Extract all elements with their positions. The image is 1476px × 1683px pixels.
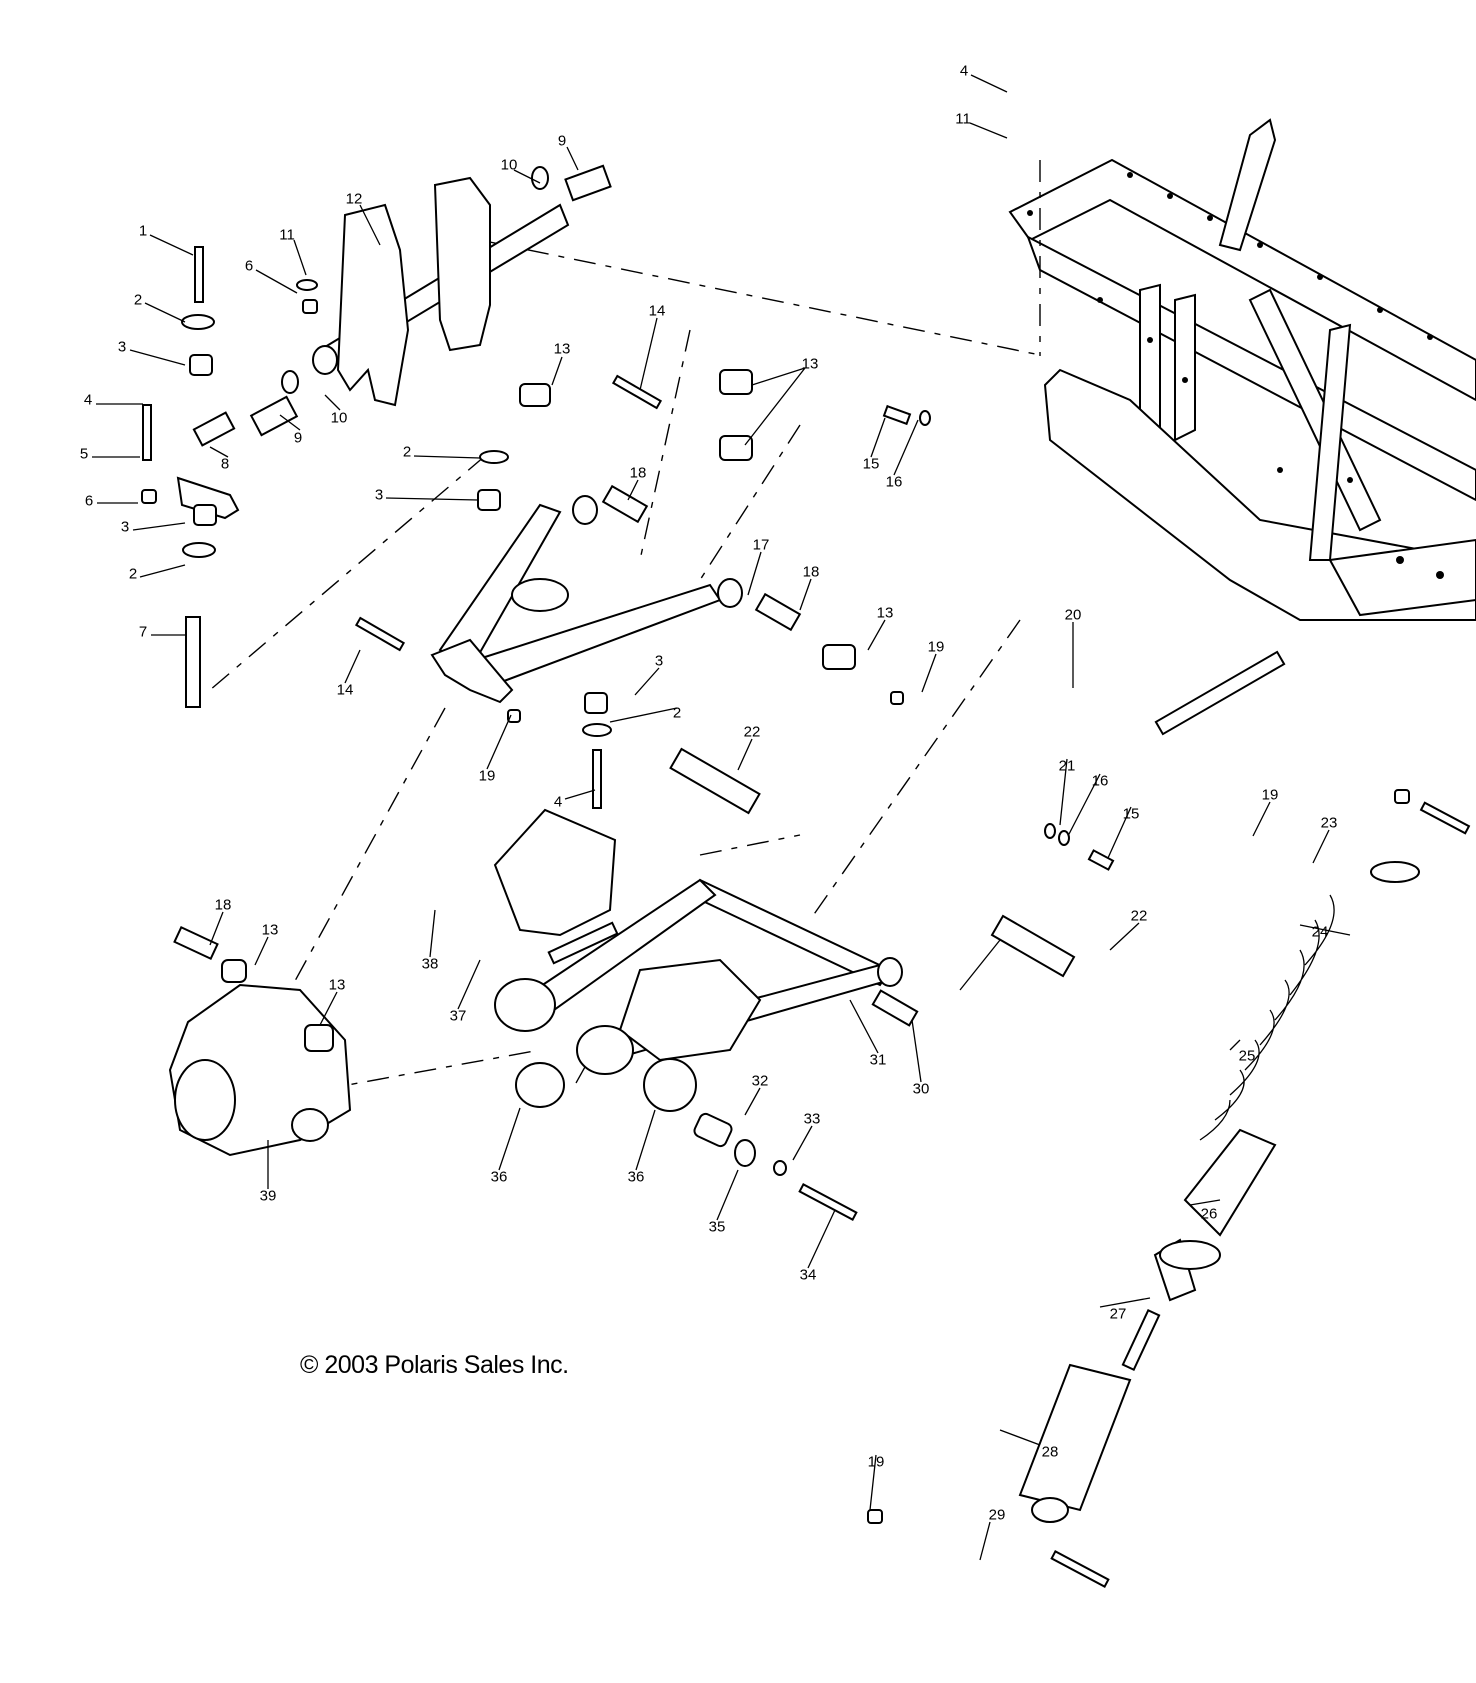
callout-16[interactable]: 16 [885,473,903,491]
callout-2[interactable]: 2 [133,291,143,309]
callout-13[interactable]: 13 [328,976,346,994]
callout-19[interactable]: 19 [478,767,496,785]
callout-26[interactable]: 26 [1200,1205,1218,1223]
callout-36[interactable]: 36 [627,1168,645,1186]
callout-22[interactable]: 22 [1130,907,1148,925]
callout-20[interactable]: 20 [1064,606,1082,624]
callout-4[interactable]: 4 [83,391,93,409]
upper-a-arm [354,369,931,815]
callout-31[interactable]: 31 [869,1051,887,1069]
callout-27[interactable]: 27 [1109,1305,1127,1323]
callout-16[interactable]: 16 [1091,772,1109,790]
callout-15[interactable]: 15 [1122,805,1140,823]
callout-3[interactable]: 3 [120,518,130,536]
callout-24[interactable]: 24 [1311,923,1329,941]
callout-21[interactable]: 21 [1058,757,1076,775]
callout-37[interactable]: 37 [449,1007,467,1025]
callout-32[interactable]: 32 [751,1072,769,1090]
callout-17[interactable]: 17 [752,536,770,554]
callout-8[interactable]: 8 [220,455,230,473]
callout-6[interactable]: 6 [244,257,254,275]
callout-18[interactable]: 18 [629,464,647,482]
callout-29[interactable]: 29 [988,1506,1006,1524]
callout-15[interactable]: 15 [862,455,880,473]
callout-30[interactable]: 30 [912,1080,930,1098]
callout-3[interactable]: 3 [117,338,127,356]
callout-11[interactable]: 11 [955,110,971,128]
callout-9[interactable]: 9 [557,132,567,150]
leader-lines [92,74,1351,1561]
callout-18[interactable]: 18 [802,563,820,581]
callout-14[interactable]: 14 [648,302,666,320]
callout-22[interactable]: 22 [743,723,761,741]
callout-13[interactable]: 13 [261,921,279,939]
callout-1[interactable]: 1 [138,222,148,240]
callout-13[interactable]: 13 [876,604,894,622]
callout-2[interactable]: 2 [128,565,138,583]
callout-14[interactable]: 14 [336,681,354,699]
callout-19[interactable]: 19 [1261,786,1279,804]
callout-28[interactable]: 28 [1041,1443,1059,1461]
callout-7[interactable]: 7 [138,623,148,641]
callout-34[interactable]: 34 [799,1266,817,1284]
lower-a-arm [168,650,1471,1221]
callout-5[interactable]: 5 [79,445,89,463]
callout-38[interactable]: 38 [421,955,439,973]
callout-2[interactable]: 2 [672,704,682,722]
callout-18[interactable]: 18 [214,896,232,914]
callout-12[interactable]: 12 [345,190,363,208]
vehicle-frame [1008,118,1476,621]
callout-11[interactable]: 11 [279,226,295,244]
callout-19[interactable]: 19 [927,638,945,656]
callout-25[interactable]: 25 [1238,1047,1256,1065]
stabilizer-assembly [141,164,612,708]
callout-10[interactable]: 10 [330,409,348,427]
callout-10[interactable]: 10 [500,156,518,174]
callout-23[interactable]: 23 [1320,814,1338,832]
callout-19[interactable]: 19 [867,1453,885,1471]
shock-assembly [867,861,1420,1588]
callout-35[interactable]: 35 [708,1218,726,1236]
callout-36[interactable]: 36 [490,1168,508,1186]
callout-9[interactable]: 9 [293,429,303,447]
callout-3[interactable]: 3 [374,486,384,504]
callout-39[interactable]: 39 [259,1187,277,1205]
callout-4[interactable]: 4 [553,793,563,811]
copyright-notice: © 2003 Polaris Sales Inc. [300,1351,569,1379]
callout-33[interactable]: 33 [803,1110,821,1128]
callout-13[interactable]: 13 [801,355,819,373]
callout-4[interactable]: 4 [959,62,969,80]
assembly-lines [209,160,1041,1091]
callout-2[interactable]: 2 [402,443,412,461]
callout-6[interactable]: 6 [84,492,94,510]
callout-13[interactable]: 13 [553,340,571,358]
callout-3[interactable]: 3 [654,652,664,670]
